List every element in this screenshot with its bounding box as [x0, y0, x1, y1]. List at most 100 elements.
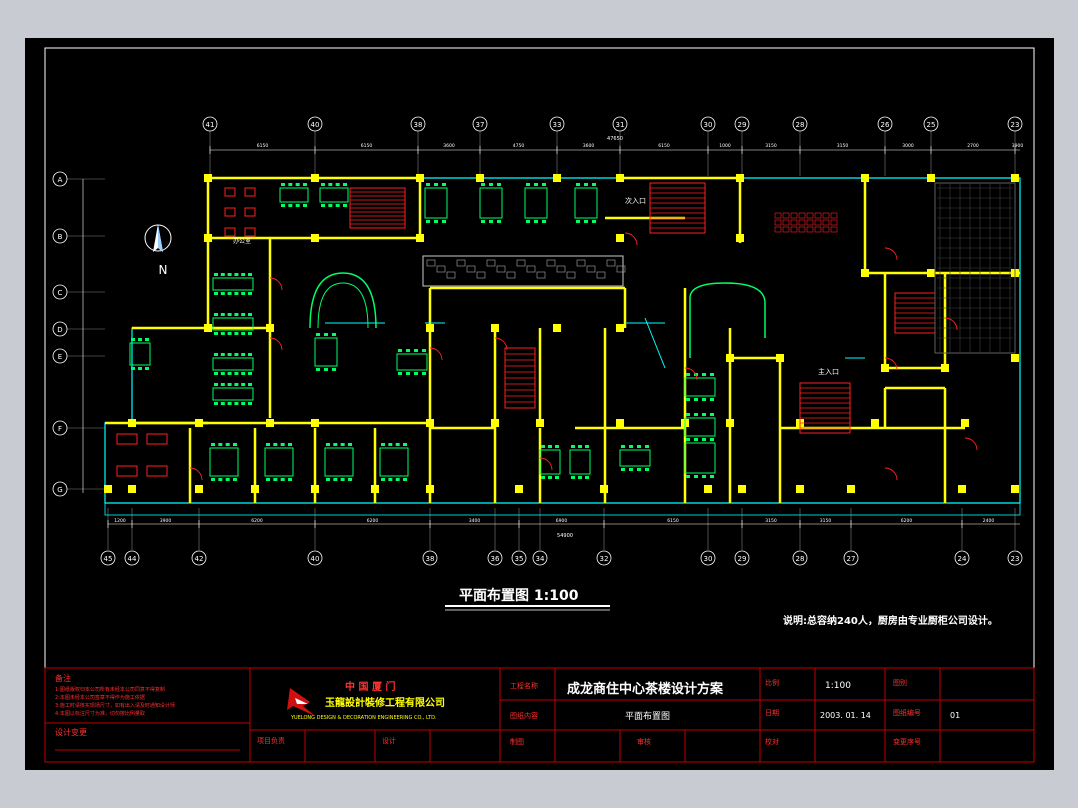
chair: [303, 204, 307, 207]
chair: [592, 220, 596, 223]
chair: [241, 292, 246, 295]
chair: [303, 183, 307, 186]
column: [476, 174, 484, 182]
chair: [710, 373, 714, 376]
stone-block: [516, 259, 526, 267]
axis-label-top: 33: [553, 121, 562, 129]
chair: [324, 333, 328, 336]
chair: [395, 478, 400, 481]
office-label: 办公室: [233, 237, 251, 245]
chair: [422, 372, 426, 375]
office-desk: [244, 227, 256, 237]
date-label: 日期: [765, 709, 779, 717]
door-swing: [269, 337, 283, 351]
chair: [621, 445, 625, 448]
axis-bubble-bottom: [532, 550, 548, 566]
column: [104, 485, 112, 493]
stone-block: [466, 265, 476, 273]
column: [927, 174, 935, 182]
chair: [248, 292, 252, 295]
design-label: 设计: [382, 736, 396, 745]
column: [616, 419, 624, 427]
axis-label-top: 26: [881, 121, 890, 129]
chair: [248, 332, 252, 335]
chair: [434, 220, 438, 223]
staircase: [504, 347, 536, 409]
dining-table: [212, 383, 254, 405]
column: [736, 174, 744, 182]
stone-block: [576, 259, 586, 267]
chair: [281, 204, 285, 207]
column: [616, 234, 624, 242]
chair: [234, 273, 239, 276]
chair: [241, 273, 246, 276]
kitchen-area: [934, 182, 1016, 354]
table-top: [479, 187, 503, 219]
chair: [578, 445, 582, 448]
column: [861, 174, 869, 182]
chair: [214, 332, 218, 335]
table-top: [524, 187, 548, 219]
doors: [189, 232, 978, 481]
office-desk: [224, 227, 236, 237]
door-swing: [539, 457, 553, 471]
axis-label-left: C: [58, 289, 63, 297]
floor-tile: [782, 226, 790, 233]
drawing-type-label: 图别: [893, 678, 907, 687]
chair: [227, 372, 232, 375]
chair: [398, 372, 402, 375]
axis-bubble-bottom: [792, 550, 808, 566]
axis-bubble-left: [52, 348, 68, 364]
chair: [571, 476, 575, 479]
dim-total-top: 47650: [607, 136, 623, 142]
axis-bubble-top: [923, 116, 939, 132]
chair: [702, 398, 706, 401]
dining-table: [684, 438, 716, 478]
chair: [328, 204, 333, 207]
chair: [131, 367, 135, 370]
column: [961, 419, 969, 427]
chair: [629, 468, 633, 471]
floor-tile: [806, 212, 814, 219]
chair: [218, 443, 223, 446]
column: [861, 269, 869, 277]
dim-text-top: 4750: [513, 143, 525, 149]
dining-table: [424, 183, 448, 223]
chair: [288, 478, 292, 481]
dining-table: [212, 273, 254, 295]
chair: [280, 478, 285, 481]
floor-tile: [782, 212, 790, 219]
stone-block: [476, 271, 486, 279]
table-top: [684, 417, 716, 437]
column: [1011, 174, 1019, 182]
dining-table: [319, 183, 349, 207]
table-top: [324, 447, 354, 477]
dim-text-bottom: 6150: [667, 518, 679, 524]
chair: [241, 332, 246, 335]
axis-bubble-top: [877, 116, 893, 132]
axis-bubble-top: [410, 116, 426, 132]
drawing-no-value: 01: [950, 711, 960, 720]
chair: [295, 204, 300, 207]
chair: [534, 183, 538, 186]
floor-tile: [798, 226, 806, 233]
chair: [227, 402, 232, 405]
axis-label-top: 23: [1011, 121, 1020, 129]
chair: [541, 445, 545, 448]
staircase: [799, 382, 851, 434]
chair: [333, 443, 338, 446]
round-booth: [309, 272, 377, 329]
chair: [227, 353, 232, 356]
chair: [694, 475, 698, 478]
furniture: [116, 183, 766, 481]
project-manager-label: 项目负责: [257, 736, 285, 745]
axis-bubble-left: [52, 321, 68, 337]
chair: [592, 183, 596, 186]
chair: [388, 478, 393, 481]
chair: [220, 383, 225, 386]
axis-bubble-top: [307, 116, 323, 132]
axis-label-bottom: 30: [704, 555, 713, 563]
column: [426, 485, 434, 493]
axis-label-top: 40: [311, 121, 320, 129]
